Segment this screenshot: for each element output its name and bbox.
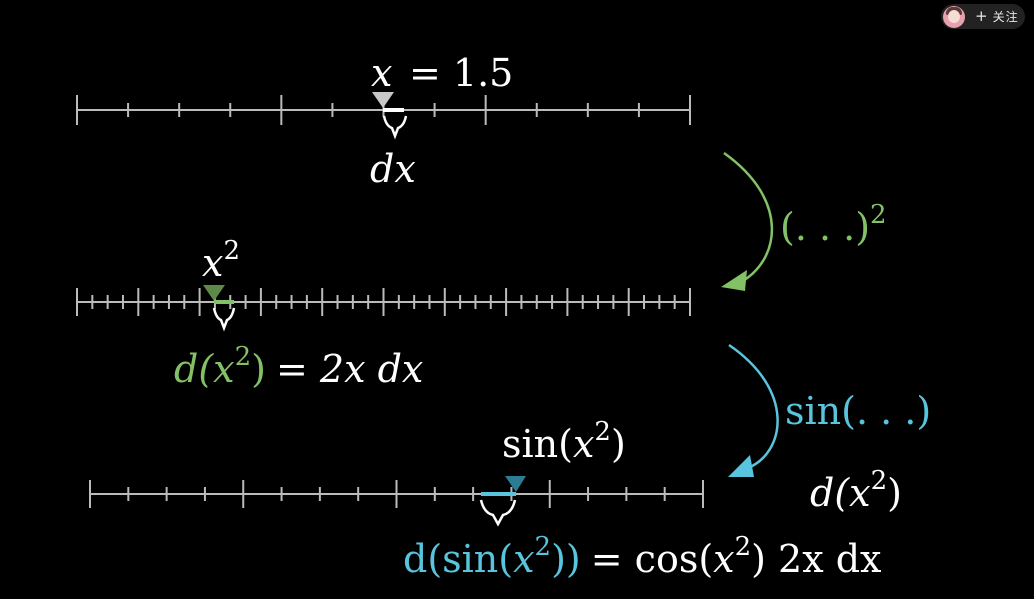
pointer-x-squared [203, 285, 225, 301]
arrow-sin-head [728, 455, 754, 477]
number-line-3-ticks [89, 480, 704, 508]
sin-x-squared-label: sin(x2) [502, 417, 626, 466]
dsin-brace [479, 499, 517, 527]
number-line-3 [89, 480, 704, 508]
dx-squared-equation: d(x2)= 2x dx [174, 342, 423, 391]
avatar [943, 5, 965, 28]
dx-brace [382, 115, 408, 140]
arrow-square [723, 151, 774, 284]
follow-button[interactable]: + 关注 [941, 4, 1025, 29]
pointer-sin-x-squared [505, 476, 526, 492]
dx2-brace [212, 307, 236, 332]
arrow-sin [728, 343, 779, 470]
arrow-square-label: (. . .)2 [780, 200, 887, 249]
dsin-equation: d(sin(x2))= cos(x2) 2x dx [403, 532, 882, 581]
plus-icon: + [975, 7, 988, 25]
pointer-x [372, 92, 394, 108]
x-value: = 1.5 [409, 51, 513, 95]
number-line-2 [76, 288, 691, 316]
x-label: x [371, 51, 392, 95]
side-dx-squared-label: d(x2) [810, 466, 902, 515]
number-line-1-ticks [76, 95, 691, 125]
arrow-sin-label: sin(. . .) [785, 389, 931, 433]
dx-label: dx [370, 147, 416, 191]
x-squared-label: x2 [202, 236, 240, 285]
number-line-2-ticks [76, 288, 691, 316]
follow-label: 关注 [992, 10, 1019, 24]
arrow-square-head [721, 270, 747, 291]
